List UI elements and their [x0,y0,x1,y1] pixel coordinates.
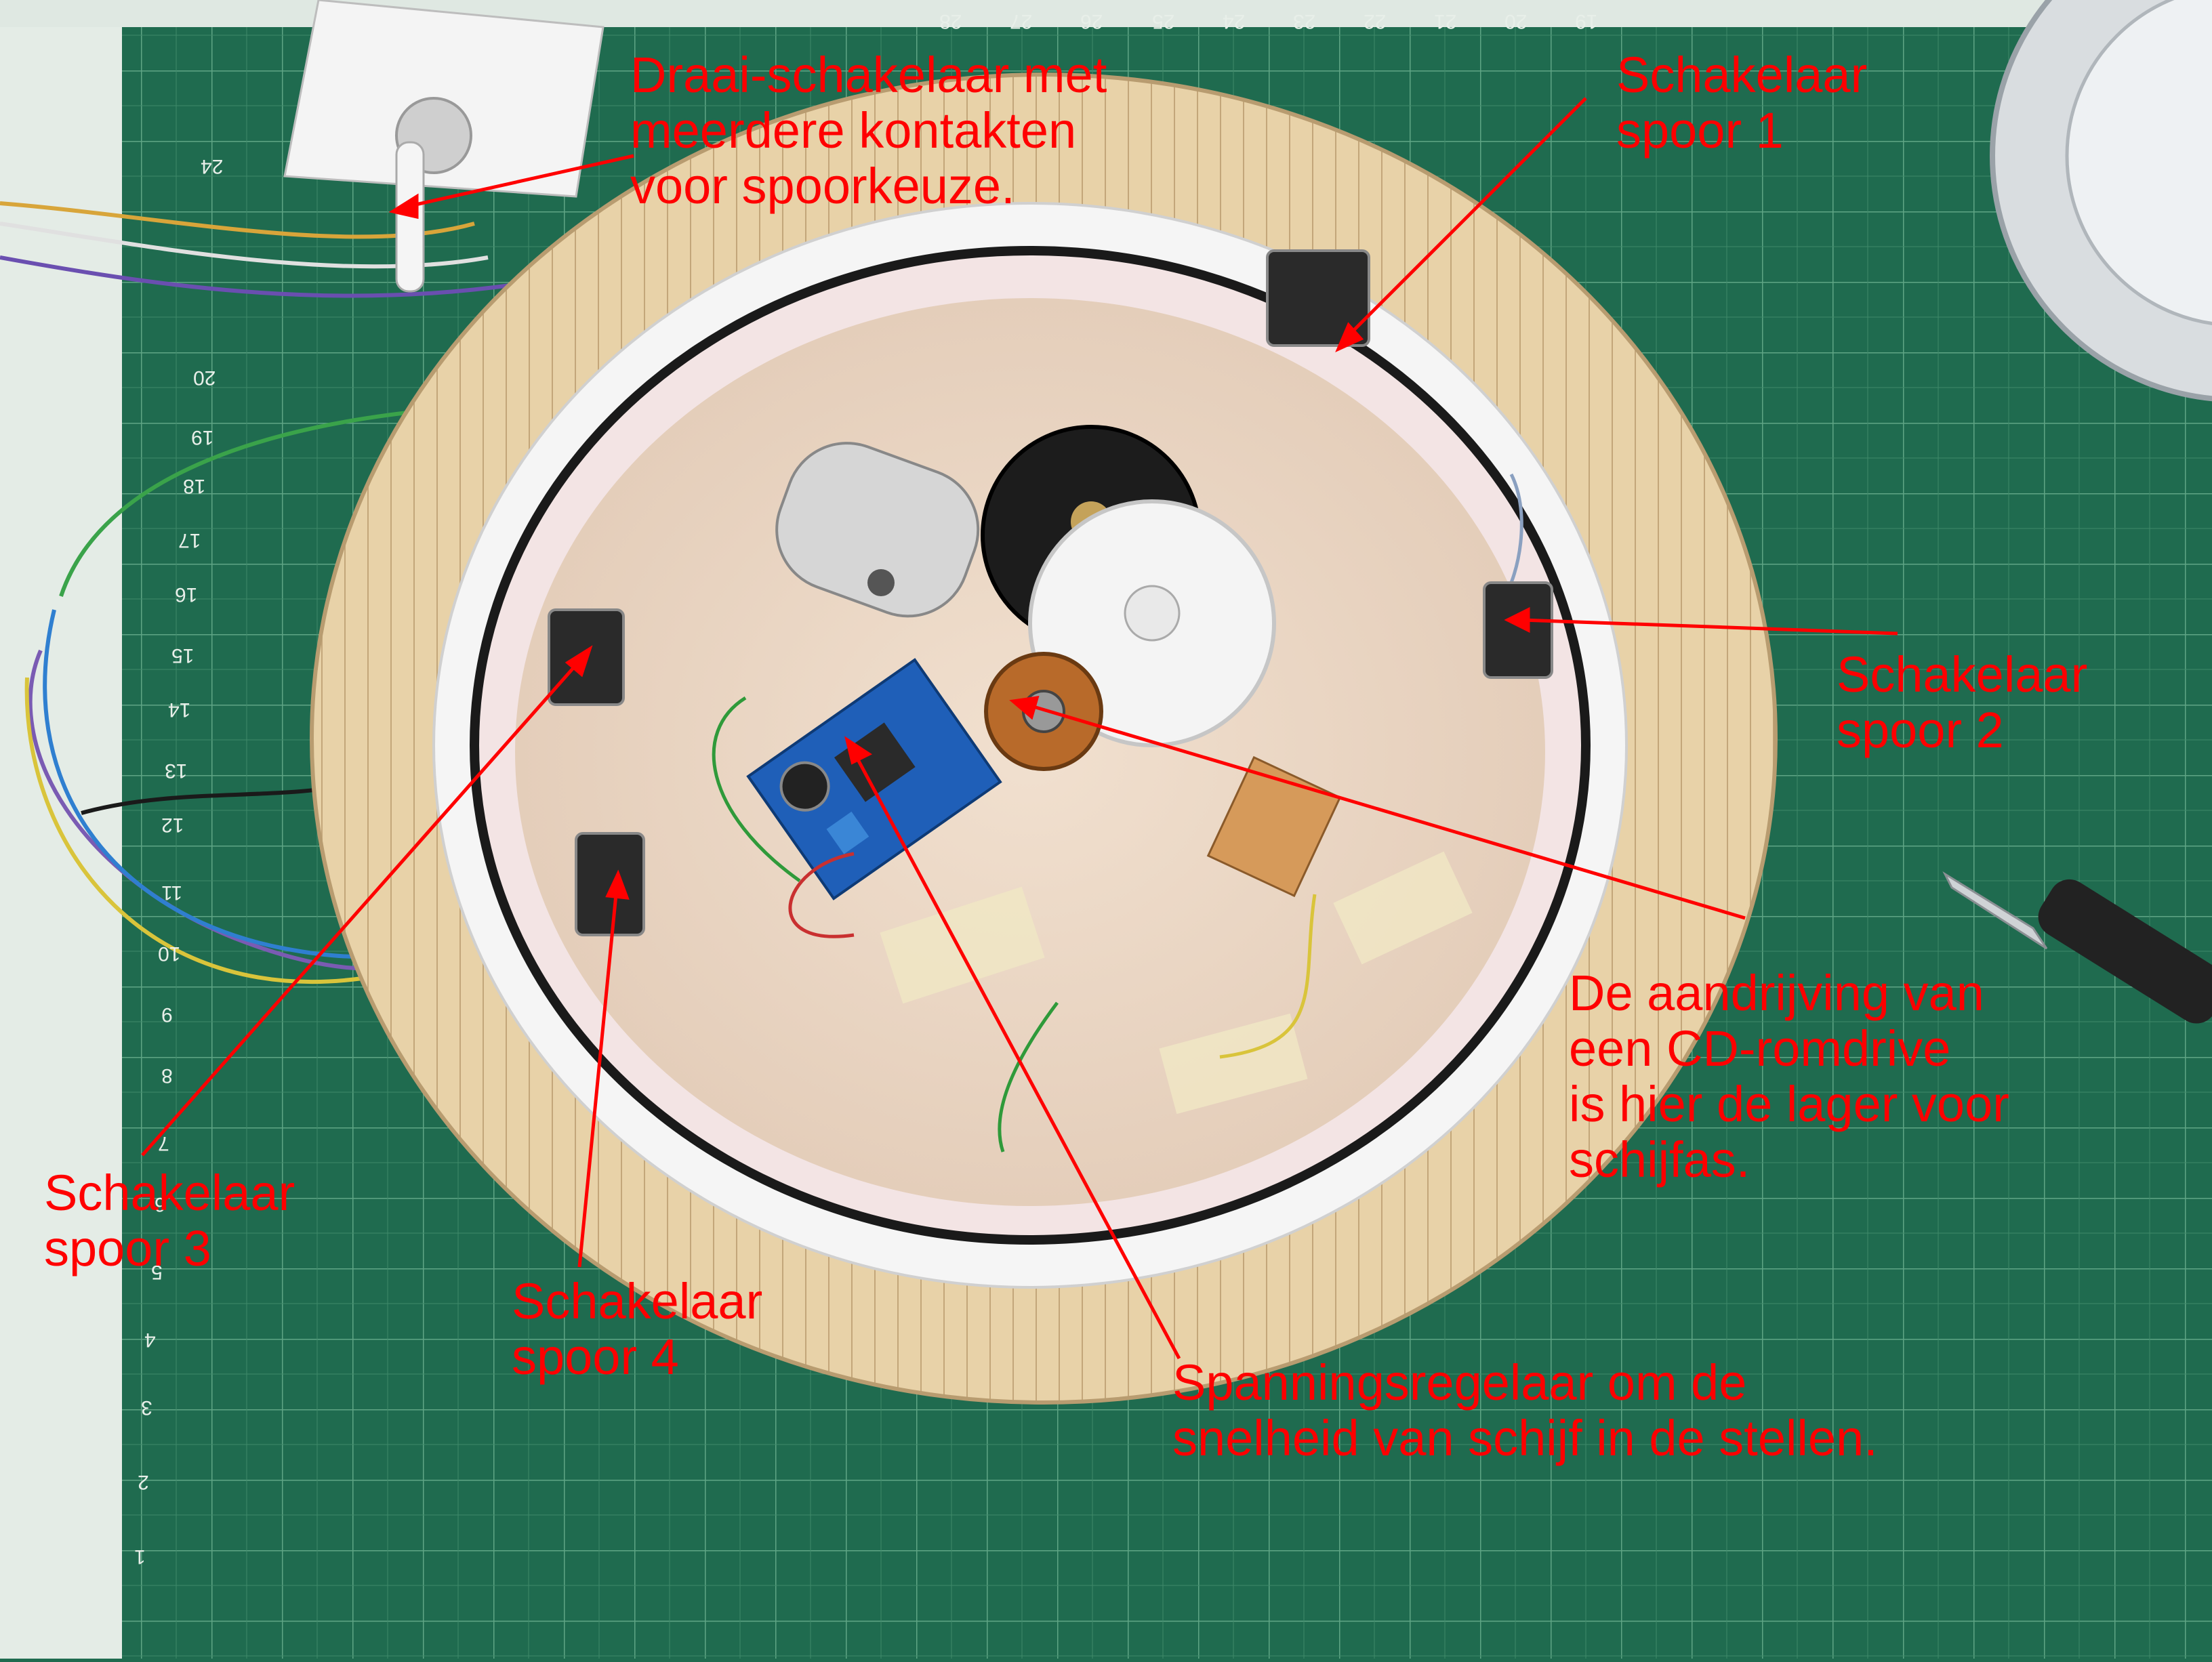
dc-motor [775,442,980,618]
ruler-top-20: 20 [1504,10,1528,33]
ruler-left-16: 16 [175,583,198,606]
ruler-left-13: 13 [165,760,188,782]
ruler-left-14: 14 [168,699,191,721]
annotation-cdrom-drive: De aandrijving van een CD-romdrive is hi… [1569,965,2009,1188]
annotation-switch-track-4: Schakelaar spoor 4 [512,1273,763,1385]
ruler-left-11: 11 [161,881,183,904]
ruler-top-26: 26 [1080,10,1103,33]
ruler-left-18: 18 [183,475,206,497]
ruler-left-24: 24 [201,155,224,178]
annotation-arrows [141,97,1898,1360]
ruler-top-23: 23 [1293,10,1316,33]
ruler-left-1: 1 [134,1545,146,1568]
ruler-top-19: 19 [1575,10,1598,33]
annotation-switch-track-1: Schakelaar spoor 1 [1616,47,1868,159]
ruler-left-9: 9 [161,1003,173,1026]
annotation-switch-track-3: Schakelaar spoor 3 [44,1165,295,1276]
ruler-top-21: 21 [1434,10,1457,33]
track-switches [548,249,1553,936]
ruler-left-10: 10 [158,942,181,965]
ruler-top-25: 25 [1152,10,1175,33]
ruler-left-3: 3 [141,1396,152,1419]
ruler-left-17: 17 [178,529,201,552]
annotation-voltage-regulator: Spanningsregelaar om de snelheid van sch… [1172,1354,1878,1466]
ruler-left-2: 2 [138,1471,149,1493]
ruler-left-19: 19 [191,426,214,449]
ruler-left-4: 4 [144,1329,156,1351]
ruler-left-12: 12 [161,814,184,836]
ruler-top-22: 22 [1364,10,1387,33]
ruler-left-7: 7 [158,1132,169,1155]
ruler-left-20: 20 [193,367,216,389]
rotary-switch-plate [283,0,605,198]
perfboard [1206,755,1342,898]
annotation-rotary-switch: Draai-schakelaar met meerdere kontakten … [630,47,1107,214]
annotation-switch-track-2: Schakelaar spoor 2 [1837,646,2088,758]
ruler-left-15: 15 [171,644,194,667]
ruler-top-28: 28 [939,10,962,33]
ruler-top-24: 24 [1223,10,1246,33]
voltage-regulator-board [746,658,1002,900]
ruler-left-8: 8 [161,1064,173,1087]
scalpel [1942,871,2212,1024]
ruler-top-27: 27 [1010,10,1033,33]
